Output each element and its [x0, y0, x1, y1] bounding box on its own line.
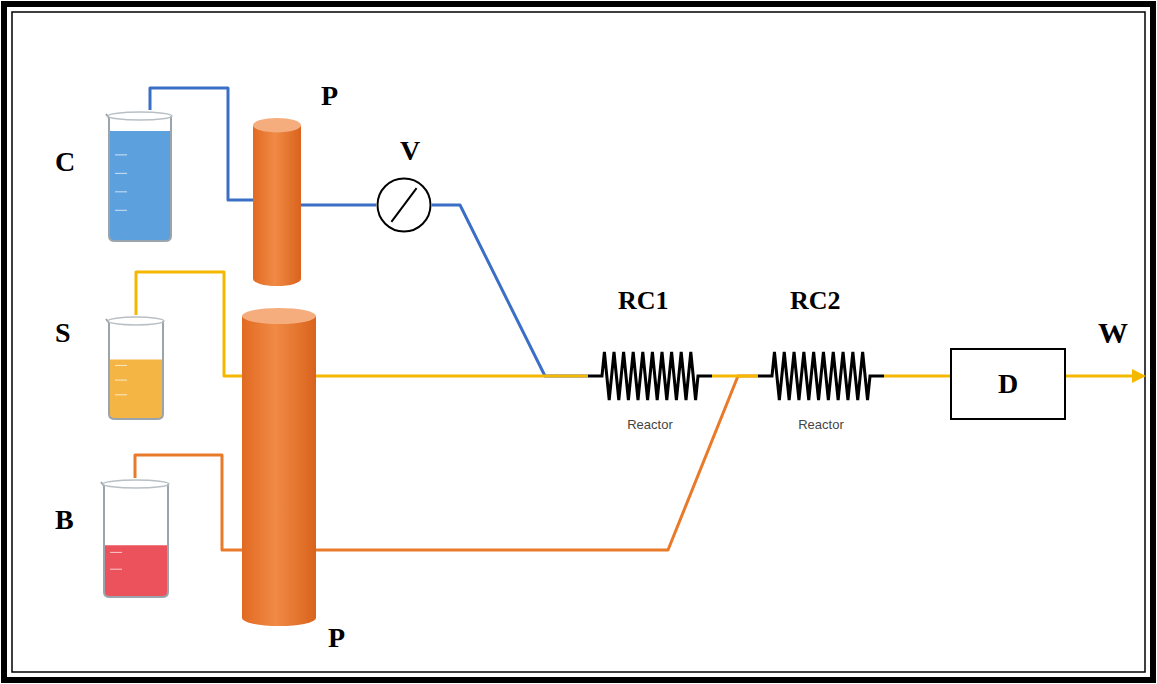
pump-body [242, 316, 316, 626]
graduation-mark [115, 191, 127, 192]
pump-top [253, 118, 301, 132]
graduation-mark [115, 154, 127, 155]
reagent-beaker: C [105, 110, 175, 242]
pump-body [253, 125, 301, 286]
detector-box: D [950, 348, 1066, 420]
beaker-rim [108, 317, 164, 325]
waste-line [1066, 375, 1134, 378]
pump-symbol [253, 118, 301, 286]
valve-outline [378, 179, 431, 232]
inner-border [12, 12, 1145, 672]
coil-windings [758, 352, 884, 400]
tubing-line [432, 205, 588, 376]
graduation-mark [110, 535, 122, 536]
detector-outline [951, 349, 1065, 419]
graduation-mark [110, 552, 122, 553]
graduation-mark [115, 365, 127, 366]
part-label: S [55, 319, 71, 347]
tubing-line [884, 375, 950, 378]
outlet-label: W [1098, 318, 1128, 348]
part-label: RC2 [790, 288, 841, 314]
part-caption: Reactor [798, 418, 844, 431]
part-label: RC1 [618, 288, 669, 314]
tubing-line [712, 375, 758, 378]
part-label: C [55, 148, 75, 176]
part-label: V [400, 137, 420, 165]
graduation-mark [115, 173, 127, 174]
part-label: P [321, 82, 338, 110]
beaker-rim [108, 112, 172, 120]
graduation-mark [115, 380, 127, 381]
part-label: B [55, 506, 74, 534]
pump-head: P [253, 118, 301, 286]
reaction-coil: RC1Reactor [588, 340, 712, 440]
valve-rotor [391, 188, 416, 222]
tubing-line [135, 455, 242, 550]
outer-border [4, 4, 1153, 680]
pump-head: P [242, 308, 316, 626]
waste-arrowhead [1132, 369, 1146, 383]
graduation-mark [110, 518, 122, 519]
tubing-line [301, 204, 376, 207]
graduation-mark [110, 569, 122, 570]
part-label: P [328, 624, 345, 652]
part-caption: Reactor [627, 418, 673, 431]
liquid [109, 131, 171, 241]
liquid [109, 360, 163, 419]
beaker-symbol [105, 110, 175, 242]
graduation-mark [115, 394, 127, 395]
pump-symbol [242, 308, 316, 626]
beaker-symbol [105, 315, 167, 420]
graduation-mark [115, 350, 127, 351]
beaker-glass [101, 482, 168, 597]
tubing-line [316, 376, 758, 550]
liquid [104, 545, 168, 597]
tubing-line [316, 375, 588, 378]
graduation-mark [115, 210, 127, 211]
sample-beaker: S [105, 315, 167, 420]
beaker-glass [106, 114, 171, 241]
injection-valve: V [376, 177, 432, 233]
coil-windings [588, 352, 712, 400]
reaction-coil: RC2Reactor [758, 340, 884, 440]
beaker-glass [106, 319, 163, 419]
buffer-beaker: B [100, 478, 172, 598]
part-label: D [998, 370, 1018, 398]
pump-top [242, 308, 316, 324]
beaker-rim [103, 480, 169, 488]
beaker-symbol [100, 478, 172, 598]
valve-symbol [376, 177, 432, 233]
